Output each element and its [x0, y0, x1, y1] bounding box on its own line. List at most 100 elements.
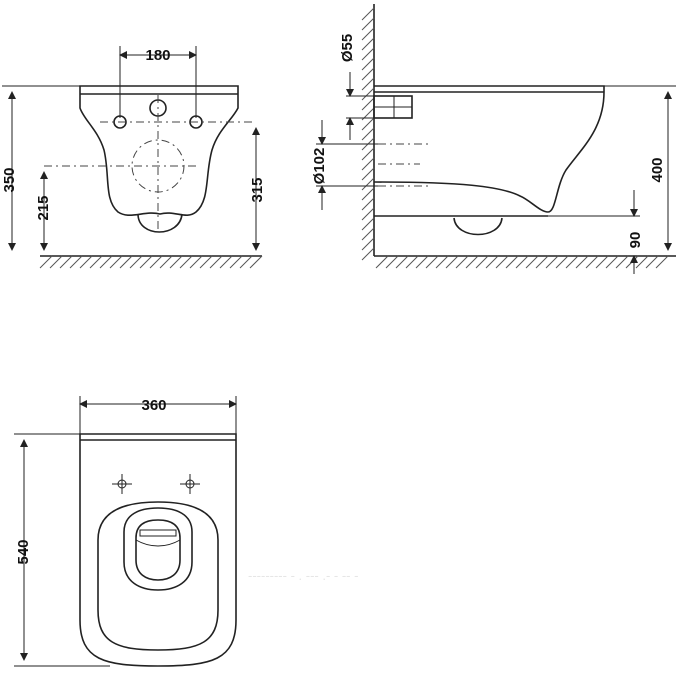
dim-d102: Ø102 [311, 148, 328, 185]
top-view: 360 540 [14, 396, 237, 667]
side-floor-hatch [585, 255, 599, 269]
front-floor-hatch [159, 255, 173, 269]
front-floor-hatch [239, 255, 253, 269]
top-bolt-left [112, 474, 132, 494]
side-floor-hatch [615, 255, 629, 269]
side-wall-hatch [361, 37, 375, 51]
front-floor-hatch [199, 255, 213, 269]
side-floor-hatch [455, 255, 469, 269]
side-wall-hatch [361, 247, 375, 261]
front-floor-hatch [79, 255, 93, 269]
side-floor-hatch [475, 255, 489, 269]
side-floor-hatch [495, 255, 509, 269]
top-bowl-rim [123, 507, 193, 591]
side-floor-hatch [555, 255, 569, 269]
side-floor-hatch [595, 255, 609, 269]
side-floor-hatch [425, 255, 439, 269]
side-floor-hatch [635, 255, 649, 269]
dim-540: 540 [15, 539, 32, 564]
side-wall-hatch [361, 207, 375, 221]
side-wall-hatch [361, 7, 375, 21]
front-floor-hatch [169, 255, 183, 269]
front-floor-hatch [149, 255, 163, 269]
front-floor-hatch [229, 255, 243, 269]
side-floor-hatch [575, 255, 589, 269]
dim-360: 360 [141, 397, 166, 414]
top-body-outline [79, 433, 237, 667]
front-view: 180 350 215 315 [1, 46, 266, 269]
dim-315: 315 [249, 177, 266, 202]
side-wall-hatch [361, 217, 375, 231]
side-wall-hatch [361, 67, 375, 81]
front-floor [39, 255, 263, 269]
front-floor-hatch [189, 255, 203, 269]
top-seat-outer [97, 501, 219, 651]
front-floor-hatch [129, 255, 143, 269]
side-wall-hatch [361, 187, 375, 201]
top-bolt-right [180, 474, 200, 494]
side-floor-hatch [525, 255, 539, 269]
side-floor-hatch [465, 255, 479, 269]
side-view: Ø55 Ø102 400 90 [311, 4, 676, 274]
top-bowl-inner [135, 519, 181, 581]
side-wall-hatch [361, 77, 375, 91]
side-floor-hatch [625, 255, 639, 269]
side-wall-hatch [361, 177, 375, 191]
dim-215: 215 [35, 195, 52, 220]
side-wall-hatch [361, 147, 375, 161]
front-floor-hatch [69, 255, 83, 269]
side-wall-hatch [361, 117, 375, 131]
side-wall-hatch [361, 17, 375, 31]
front-floor-hatch [179, 255, 193, 269]
side-body-outline [373, 85, 605, 213]
side-floor-hatch [385, 255, 399, 269]
side-floor-hatch [375, 255, 389, 269]
side-floor-hatch [445, 255, 459, 269]
side-floor-hatch [395, 255, 409, 269]
side-floor-hatch [545, 255, 559, 269]
front-floor-hatch [219, 255, 233, 269]
side-wall-hatch [361, 97, 375, 111]
front-floor-hatch [39, 255, 53, 269]
side-floor-hatch [535, 255, 549, 269]
dim-90: 90 [627, 232, 644, 249]
front-floor-hatch [59, 255, 73, 269]
front-body-outline [79, 85, 239, 216]
side-wall-hatch [361, 237, 375, 251]
dim-400: 400 [649, 157, 666, 182]
dim-d55: Ø55 [339, 34, 356, 62]
side-wall-hatch [361, 127, 375, 141]
front-floor-hatch [89, 255, 103, 269]
front-floor-hatch [249, 255, 263, 269]
side-outlet [453, 217, 503, 236]
side-floor-hatch [505, 255, 519, 269]
ghost-text: --------- - . --- .- - -- - [248, 568, 358, 583]
side-wall-hatch [361, 157, 375, 171]
front-floor-hatch [49, 255, 63, 269]
dim-180: 180 [145, 47, 170, 64]
front-floor-hatch [99, 255, 113, 269]
side-floor-hatch [645, 255, 659, 269]
side-wall-hatch [361, 57, 375, 71]
side-floor-hatch [515, 255, 529, 269]
side-floor-hatch [415, 255, 429, 269]
side-floor-hatch [405, 255, 419, 269]
front-floor-hatch [119, 255, 133, 269]
side-floor-hatch [485, 255, 499, 269]
front-floor-hatch [109, 255, 123, 269]
front-outlet [137, 213, 183, 233]
side-floor-hatch [435, 255, 449, 269]
side-floor-hatch [655, 255, 669, 269]
dim-350: 350 [1, 167, 18, 192]
side-wall-hatch [361, 197, 375, 211]
front-floor-hatch [139, 255, 153, 269]
side-floor-hatch [565, 255, 579, 269]
side-wall-hatch [361, 87, 375, 101]
side-wall-hatch [361, 47, 375, 61]
side-wall-hatch [361, 167, 375, 181]
front-floor-hatch [209, 255, 223, 269]
side-floor-hatch [605, 255, 619, 269]
side-wall-hatch [361, 227, 375, 241]
side-wall-hatch [361, 27, 375, 41]
